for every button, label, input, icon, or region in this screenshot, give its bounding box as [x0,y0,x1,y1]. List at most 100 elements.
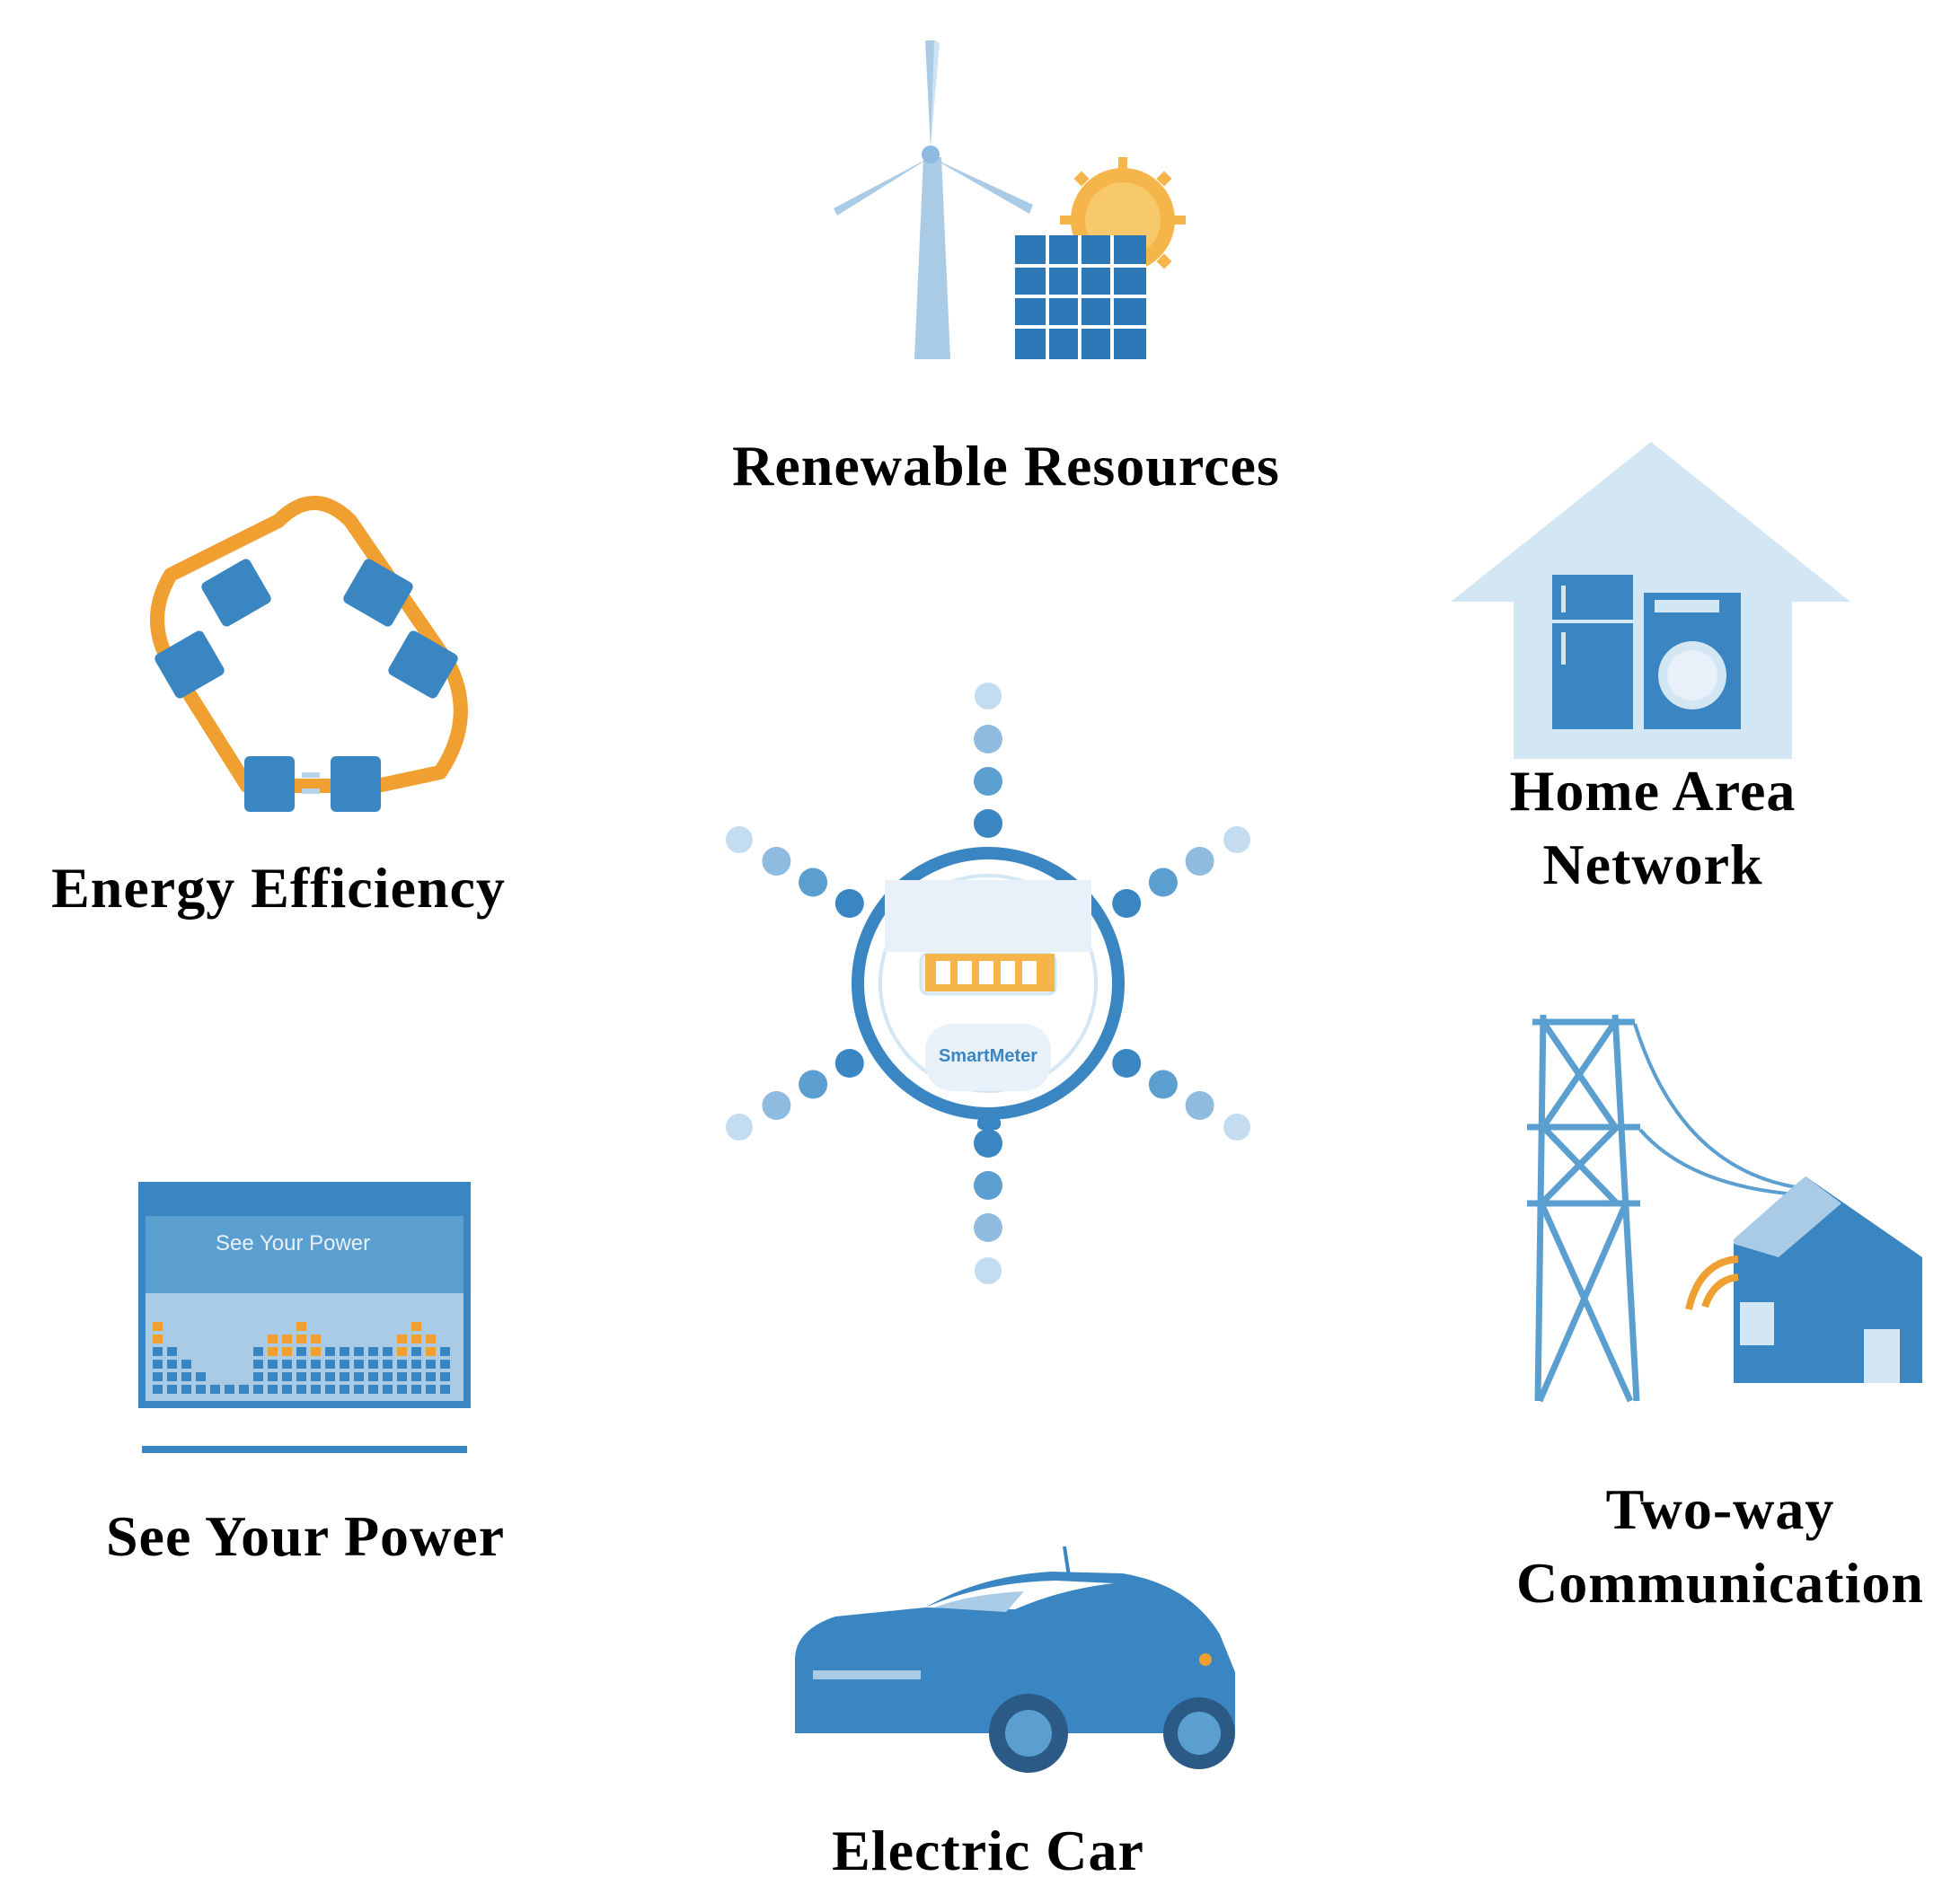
signal-dot [974,809,1002,838]
signal-dot [799,1070,828,1099]
signal-dot [974,1213,1002,1242]
signal-dot [974,1171,1002,1200]
signal-dot-rays [725,683,1251,1284]
signal-dot [1185,847,1214,876]
dashboard-bar-cell [253,1385,263,1394]
dashboard-bar-cell [411,1322,421,1331]
dashboard-bar-cell [426,1372,436,1381]
dashboard-bar-cell [296,1335,306,1343]
dashboard-bar-cell [368,1385,378,1394]
dashboard-bar-cell [167,1385,177,1394]
label-line: Electric Car [832,1819,1144,1882]
dashboard-bar-cell [340,1385,349,1394]
dashboard-bar-cell [411,1360,421,1369]
dashboard-bar-cell [167,1360,177,1369]
dashboard-bar-cell [383,1347,393,1356]
dashboard-bar-cell [325,1360,335,1369]
dashboard-bar-cell [282,1347,292,1356]
dashboard-bar-cell [282,1360,292,1369]
signal-dot [974,1129,1002,1158]
dashboard-bar-cell [325,1385,335,1394]
label-line: Renewable Resources [732,434,1280,498]
dashboard-bar-cell [253,1360,263,1369]
dashboard-bar-cell [282,1385,292,1394]
signal-dot [974,767,1002,796]
dashboard-bar-cell [210,1385,220,1394]
signal-dot [725,826,753,853]
label-line: Energy Efficiency [51,856,506,920]
dashboard-bar-cell [181,1385,191,1394]
label-line: See Your Power [105,1504,506,1568]
meter-brand-text: SmartMeter [939,1046,1037,1066]
signal-dot [762,847,791,876]
power-tower-house-icon [1527,1014,1922,1403]
dashboard-bar-cell [268,1347,278,1356]
signal-dot [725,1114,753,1141]
dashboard-bar-cell [368,1360,378,1369]
dashboard-bar-cell [354,1372,364,1381]
signal-dot [834,1049,864,1078]
dashboard-bar-cell [196,1385,206,1394]
dashboard-bar-cell [340,1347,349,1356]
dashboard-bar-cell [368,1372,378,1381]
signal-dot [975,1257,1002,1284]
signal-dot [799,868,828,897]
signal-dot [1112,1049,1142,1078]
dashboard-bar-cell [181,1372,191,1381]
signal-dot [1148,868,1178,897]
dashboard-bar-cell [411,1347,421,1356]
signal-dot [1223,1114,1251,1141]
label-see-your-power: See Your Power [72,1500,539,1573]
dashboard-bar-cell [268,1335,278,1343]
electric-car-icon [795,1546,1235,1773]
dashboard-bar-cell [383,1372,393,1381]
signal-dot [974,725,1002,753]
dashboard-bar-cell [397,1335,407,1343]
dashboard-bar-cell [296,1385,306,1394]
dashboard-bar-cell [354,1360,364,1369]
dashboard-bar-cell [411,1372,421,1381]
dashboard-bar-cell [225,1385,234,1394]
dashboard-bar-cell [167,1372,177,1381]
dashboard-bar-cell [296,1322,306,1331]
label-renewable-resources: Renewable Resources [701,429,1311,503]
dashboard-bar-cell [340,1372,349,1381]
dashboard-bar-cell [354,1385,364,1394]
wind-turbine-solar-panel-icon [834,40,1186,359]
dashboard-bar-cell [153,1360,163,1369]
dashboard-bar-cell [253,1347,263,1356]
dashboard-bars [153,1322,450,1394]
dashboard-bar-cell [196,1372,206,1381]
dashboard-bar-cell [239,1385,249,1394]
dashboard-bar-cell [368,1347,378,1356]
label-line: Home Area [1509,759,1797,823]
dashboard-bar-cell [282,1335,292,1343]
signal-dot [975,683,1002,709]
signal-dot [1112,889,1142,918]
signal-dot [1223,826,1251,853]
dashboard-bar-cell [153,1322,163,1331]
dashboard-bar-cell [397,1347,407,1356]
dashboard-bar-cell [340,1360,349,1369]
signal-dot [1148,1070,1178,1099]
plug-cycle-icon [150,496,468,812]
dashboard-bar-cell [397,1385,407,1394]
dashboard-bar-cell [426,1360,436,1369]
signal-dot [762,1091,791,1120]
label-electric-car: Electric Car [746,1814,1231,1888]
dashboard-bar-cell [354,1347,364,1356]
dashboard-bar-cell [397,1372,407,1381]
dashboard-bar-cell [440,1372,450,1381]
signal-dot [1185,1091,1214,1120]
dashboard-bar-cell [311,1347,321,1356]
dashboard-bar-cell [440,1360,450,1369]
dashboard-bar-cell [383,1385,393,1394]
signal-dot [834,889,864,918]
smart-meter-icon: SmartMeter [852,847,1125,1130]
dashboard-bar-cell [268,1360,278,1369]
dashboard-bar-cell [296,1347,306,1356]
label-energy-efficiency: Energy Efficiency [18,851,539,925]
dashboard-bar-cell [325,1372,335,1381]
